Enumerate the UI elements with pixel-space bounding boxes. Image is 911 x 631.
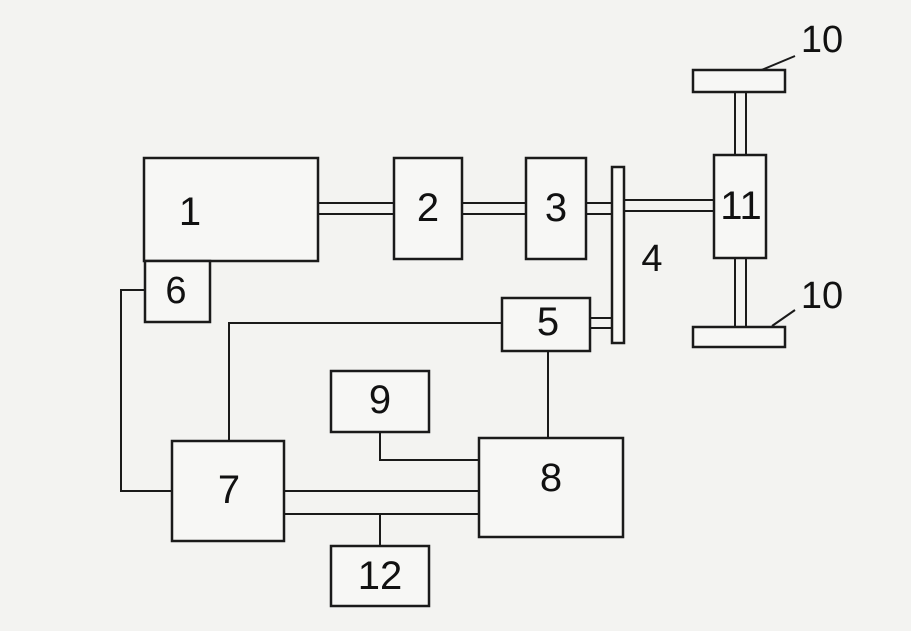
- label-1: 1: [179, 190, 201, 234]
- block-6: [143, 259, 212, 324]
- wire-5-7: [228, 322, 502, 441]
- block-10-top-wheel: [691, 68, 787, 94]
- block-5: [500, 296, 592, 353]
- wire-6-7: [120, 289, 172, 492]
- label-4: 4: [641, 238, 662, 280]
- block-12: [329, 544, 431, 608]
- label-2: 2: [417, 186, 439, 230]
- block-8: [477, 436, 625, 539]
- label-6: 6: [165, 270, 186, 312]
- label-8: 8: [540, 456, 562, 500]
- label-9: 9: [369, 378, 391, 422]
- block-4-disc: [610, 165, 626, 345]
- wire-9-8: [379, 432, 479, 461]
- block-9: [329, 369, 431, 434]
- label-12: 12: [358, 554, 403, 598]
- leader-10-bottom: [771, 309, 796, 327]
- block-11: [712, 153, 768, 260]
- block-3: [524, 156, 588, 261]
- block-10-bottom-wheel: [691, 325, 787, 349]
- label-3: 3: [545, 186, 567, 230]
- block-2: [392, 156, 464, 261]
- label-11: 11: [720, 184, 762, 228]
- block-7: [170, 439, 286, 543]
- label-5: 5: [537, 300, 559, 344]
- label-10-top: 10: [801, 19, 843, 61]
- block-1: [142, 156, 320, 263]
- label-7: 7: [218, 468, 240, 512]
- label-10-bottom: 10: [801, 275, 843, 317]
